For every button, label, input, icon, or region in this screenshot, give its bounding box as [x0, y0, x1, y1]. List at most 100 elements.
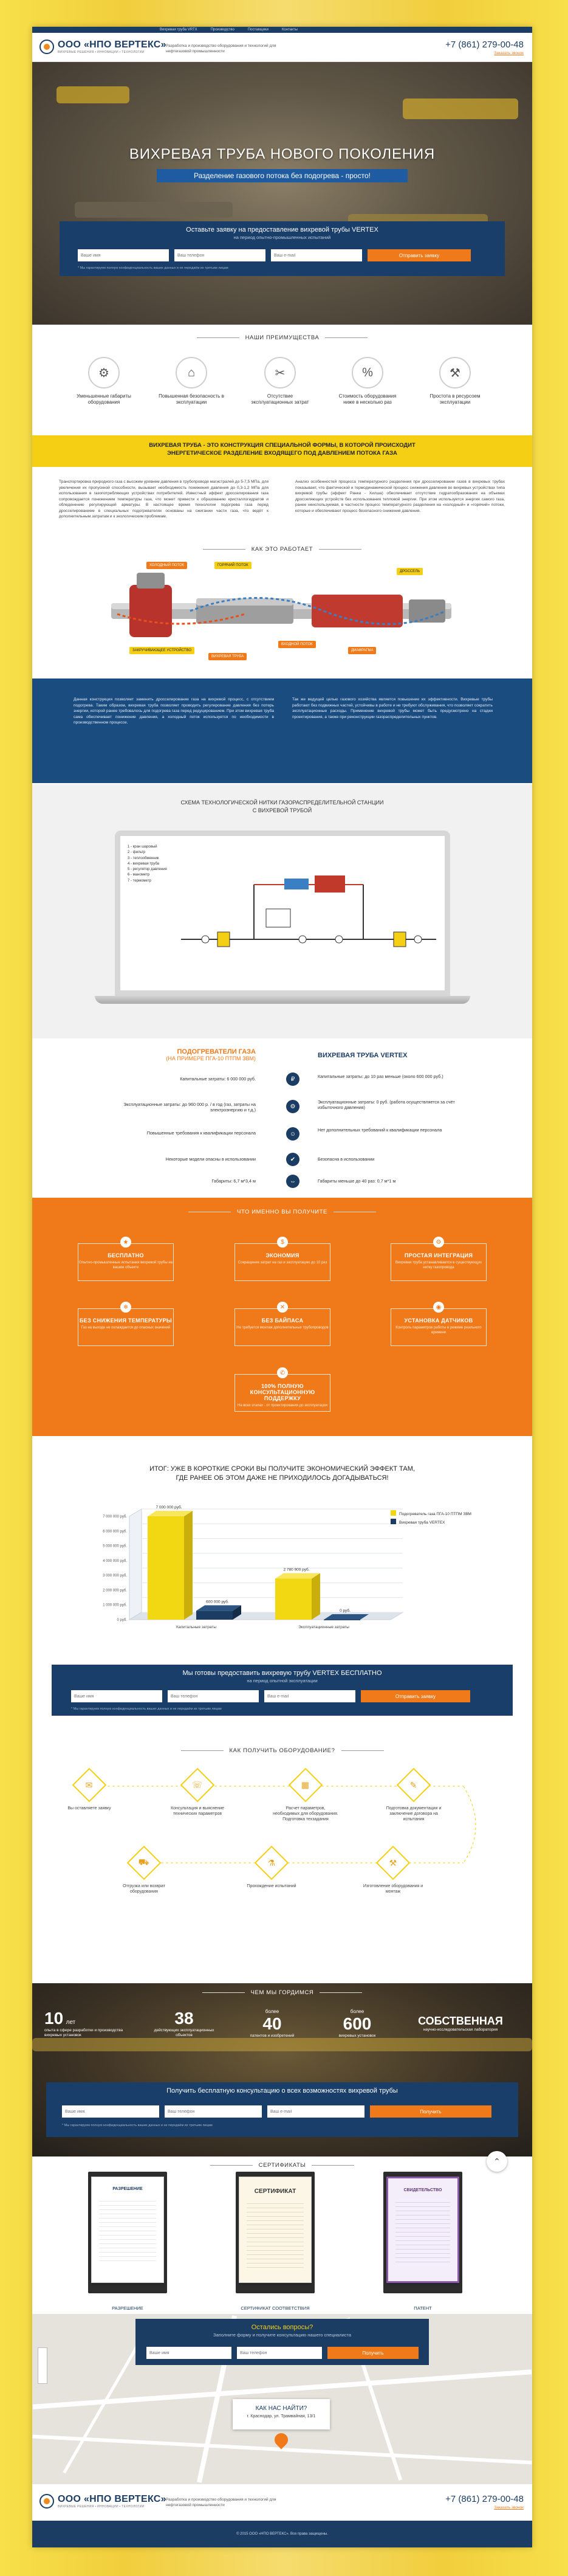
- callback-link[interactable]: Заказать звонок: [494, 51, 524, 55]
- form-fields: Получить: [62, 2105, 491, 2118]
- chart-bar-side: [233, 1605, 241, 1620]
- form-fields: Отправить заявку: [78, 249, 471, 261]
- form-fields: Отправить заявку: [71, 1690, 470, 1702]
- submit-request-button[interactable]: Отправить заявку: [361, 1690, 470, 1702]
- phone-input[interactable]: [174, 249, 265, 261]
- footer-phone[interactable]: +7 (861) 279-00-48 Заказать звонок: [445, 2494, 524, 2510]
- name-input[interactable]: [71, 1690, 162, 1702]
- hero-subtitle: Разделение газового потока без подогрева…: [157, 169, 408, 182]
- certificate-card[interactable]: РАЗРЕШЕНИЕ: [88, 2172, 167, 2293]
- phone-number[interactable]: +7 (861) 279-00-48: [445, 40, 524, 50]
- step-item: ✎Подготовка документации и заключение до…: [381, 1767, 447, 1822]
- data-label: 2 780 900 руб.: [283, 1567, 309, 1572]
- top-nav-item[interactable]: Поставщики: [247, 28, 269, 32]
- certificate-card[interactable]: СВИДЕТЕЛЬСТВО: [383, 2172, 462, 2293]
- chart-side-wall: [129, 1508, 142, 1620]
- legend-swatch: [391, 1510, 396, 1516]
- scheme-screen: 1 - кран шаровый 2 - фильтр 3 - теплообм…: [120, 836, 445, 990]
- advantages-heading: НАШИ ПРЕИМУЩЕСТВА: [32, 334, 532, 341]
- map-section[interactable]: Остались вопросы? Заполните форму и полу…: [32, 2314, 532, 2484]
- tools-icon: ✂: [264, 357, 296, 388]
- map-pin-icon[interactable]: [272, 2430, 291, 2450]
- request-form-top: Оставьте заявку на предоставление вихрев…: [60, 221, 505, 276]
- name-input[interactable]: [62, 2105, 159, 2118]
- scroll-up-button[interactable]: ⌃: [487, 2151, 507, 2172]
- chart-bar-side: [184, 1511, 193, 1620]
- email-input[interactable]: [264, 1690, 355, 1702]
- header-phone[interactable]: +7 (861) 279-00-48 Заказать звонок: [445, 40, 524, 55]
- truck-icon: ⛟: [126, 1845, 162, 1880]
- form-title: Получить бесплатную консультацию о всех …: [166, 2087, 398, 2094]
- home-icon: ⌂: [176, 357, 207, 388]
- email-input[interactable]: [271, 249, 362, 261]
- top-nav: Вихревая труба VRTX Производство Поставщ…: [32, 27, 532, 33]
- top-nav-item[interactable]: Вихревая труба VRTX: [160, 28, 197, 32]
- logo[interactable]: ООО «НПО ВЕРТЕКС» ВИХРЕВЫЕ РЕШЕНИЯ • ИНН…: [39, 40, 166, 54]
- company-name: ООО «НПО ВЕРТЕКС»: [58, 40, 166, 50]
- phone-input[interactable]: [237, 2347, 322, 2359]
- gear-icon: ⚙: [286, 1100, 299, 1113]
- about-text-left: Транспортировка природного газа с высоки…: [59, 480, 269, 519]
- compare-left-cell: Повышенные требования к квалификации пер…: [146, 1130, 256, 1136]
- size-icon: ⇔: [286, 1175, 299, 1188]
- privacy-note: * Мы гарантируем полную конфиденциальнос…: [78, 266, 228, 270]
- diagram-label: ЗАКРУЧИВАЮЩЕЕ УСТРОЙСТВО: [129, 647, 195, 654]
- callback-link[interactable]: Заказать звонок: [494, 2505, 524, 2510]
- step-item: ⚗Прохождение испытаний: [239, 1845, 304, 1889]
- site-header: ООО «НПО ВЕРТЕКС» ВИХРЕВЫЕ РЕШЕНИЯ • ИНН…: [32, 33, 532, 62]
- phone-input[interactable]: [165, 2105, 262, 2118]
- compare-right-cell: Капитальные затраты: до 10 раз меньше (о…: [318, 1074, 443, 1079]
- compare-right-cell: Габариты меньше до 40 раз: 0,7 м*1 м: [318, 1178, 396, 1184]
- get-answer-button[interactable]: Получить: [327, 2347, 419, 2359]
- benefit-icon: ◉: [433, 1302, 444, 1313]
- form-subtitle: на период опытно-промышленных испытаний: [233, 235, 331, 240]
- y-tick-label: 5 000 000 руб.: [103, 1545, 127, 1549]
- map-zoom-control[interactable]: [38, 2347, 47, 2384]
- contacts-heading: КАК НАС НАЙТИ?: [255, 2405, 307, 2412]
- form-subtitle: Заполните форму и получите консультацию …: [213, 2332, 352, 2338]
- email-input[interactable]: [267, 2105, 364, 2118]
- data-label: 7 000 000 руб.: [156, 1505, 182, 1510]
- diagram-label: ДИАФРАГМА: [348, 647, 377, 654]
- compare-left-cell: Габариты: 6,7 м*3,4 м: [211, 1178, 256, 1184]
- questions-form: Остались вопросы? Заполните форму и полу…: [135, 2319, 429, 2365]
- name-input[interactable]: [78, 249, 169, 261]
- legend-label: Подогреватель газа ПГА-10 ПТПМ ЗВМ: [399, 1512, 471, 1516]
- phone-number[interactable]: +7 (861) 279-00-48: [445, 2494, 524, 2504]
- footer-logo[interactable]: ООО «НПО ВЕРТЕКС» ВИХРЕВЫЕ РЕШЕНИЯ • ИНН…: [39, 2494, 166, 2509]
- top-nav-item[interactable]: Производство: [210, 28, 234, 32]
- certificate-caption: СЕРТИФИКАТ СООТВЕТСТВИЯ: [241, 2305, 310, 2311]
- chart-bar: [148, 1516, 184, 1620]
- hero-pipe-decor: [403, 98, 518, 119]
- explanation-section: Данная конструкция позволяет заменить др…: [32, 679, 532, 783]
- compare-right-cell: Безопасна в использовании: [318, 1156, 375, 1162]
- step-item: ⚒Изготовление оборудования и монтаж: [360, 1845, 426, 1894]
- compare-left-cell: Капитальные затраты: 6 000 000 руб.: [180, 1076, 256, 1082]
- step-item: ✉Вы оставляете заявку: [56, 1767, 122, 1811]
- phone-input[interactable]: [168, 1690, 259, 1702]
- chart-bar-top: [148, 1511, 193, 1516]
- certificate-card[interactable]: СЕРТИФИКАТ: [236, 2172, 315, 2293]
- y-tick-label: 6 000 000 руб.: [103, 1530, 127, 1533]
- logo-icon: [39, 2494, 54, 2509]
- privacy-note: * Мы гарантируем полную конфиденциальнос…: [62, 2124, 213, 2127]
- submit-request-button[interactable]: Отправить заявку: [368, 249, 471, 261]
- result-heading: ИТОГ: УЖЕ В КОРОТКИЕ СРОКИ ВЫ ПОЛУЧИТЕ Э…: [149, 1465, 415, 1482]
- company-description: Разработка и производство оборудования и…: [166, 44, 276, 54]
- logo-icon: [39, 40, 54, 54]
- name-input[interactable]: [146, 2347, 231, 2359]
- top-nav-item[interactable]: Контакты: [281, 28, 298, 32]
- company-description: Разработка и производство оборудования и…: [166, 2498, 276, 2507]
- explanation-left: Данная конструкция позволяет заменить др…: [74, 697, 274, 725]
- copyright: © 2015 ООО «НПО ВЕРТЕКС». Все права защи…: [32, 2521, 532, 2547]
- test-icon: ⚗: [254, 1845, 289, 1880]
- advantage-item: ⚒Простота в ресурсоем эксплуатации: [421, 357, 489, 406]
- get-consultation-button[interactable]: Получить: [370, 2105, 491, 2118]
- benefit-icon: ✆: [277, 1367, 288, 1378]
